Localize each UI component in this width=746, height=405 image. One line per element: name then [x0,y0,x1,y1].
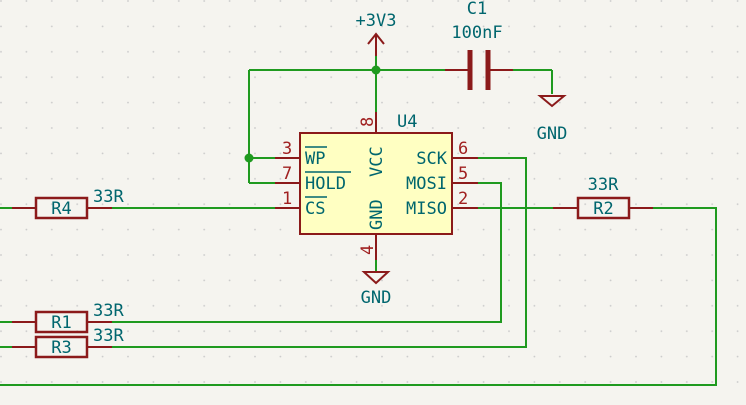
capacitor-ref: C1 [467,0,487,19]
pin-number-gnd: 4 [358,245,378,255]
pin-number-vcc: 8 [358,117,378,127]
wire-sck-r3 [112,157,527,348]
capacitor-value: 100nF [451,23,502,43]
resistor-r3-ref: R3 [51,338,71,358]
pin-name-hold: HOLD [305,174,346,194]
ic-u4[interactable]: U4 3 7 1 6 5 2 8 4 WP HOLD CS SCK MOSI M… [275,112,478,260]
resistor-r1-ref: R1 [51,313,71,333]
vcc-power-symbol [367,32,385,56]
resistor-r1[interactable]: R1 33R [12,301,124,334]
pin-name-sck: SCK [416,149,447,169]
resistor-r3[interactable]: R3 33R [12,326,124,359]
pin-number-miso: 2 [458,189,468,209]
gnd-symbol-cap [537,95,567,108]
pin-name-mosi: MOSI [406,174,447,194]
capacitor-c1[interactable]: C1 100nF [445,0,513,90]
pin-name-miso: MISO [406,199,447,219]
resistor-r4-ref: R4 [51,199,71,219]
gnd-label-cap: GND [537,124,568,144]
pin-name-wp: WP [305,149,325,169]
pin-number-wp: 3 [282,139,292,159]
gnd-label-ic: GND [361,288,392,308]
pin-name-gnd: GND [367,199,387,230]
pin-number-cs: 1 [282,189,292,209]
pin-number-sck: 6 [458,139,468,159]
pin-number-mosi: 5 [458,164,468,184]
resistor-r1-value: 33R [93,301,124,321]
junction-dot-wp [244,153,254,163]
wire-mosi-r1 [112,182,502,323]
ic-ref: U4 [397,112,417,132]
resistor-r2[interactable]: R2 33R [553,175,653,220]
wires [0,56,717,386]
vcc-label: +3V3 [356,11,397,31]
resistor-r2-ref: R2 [593,199,613,219]
wire-r2-loop [0,207,717,386]
pin-name-vcc: VCC [367,146,387,177]
resistor-r3-value: 33R [93,326,124,346]
resistor-r4-value: 33R [93,187,124,207]
pin-number-hold: 7 [282,164,292,184]
resistor-r2-value: 33R [588,175,619,195]
pin-name-cs: CS [305,199,325,219]
resistor-r4[interactable]: R4 33R [12,187,124,220]
junction-dot-vcc [371,65,381,75]
gnd-symbol-ic [361,271,391,285]
